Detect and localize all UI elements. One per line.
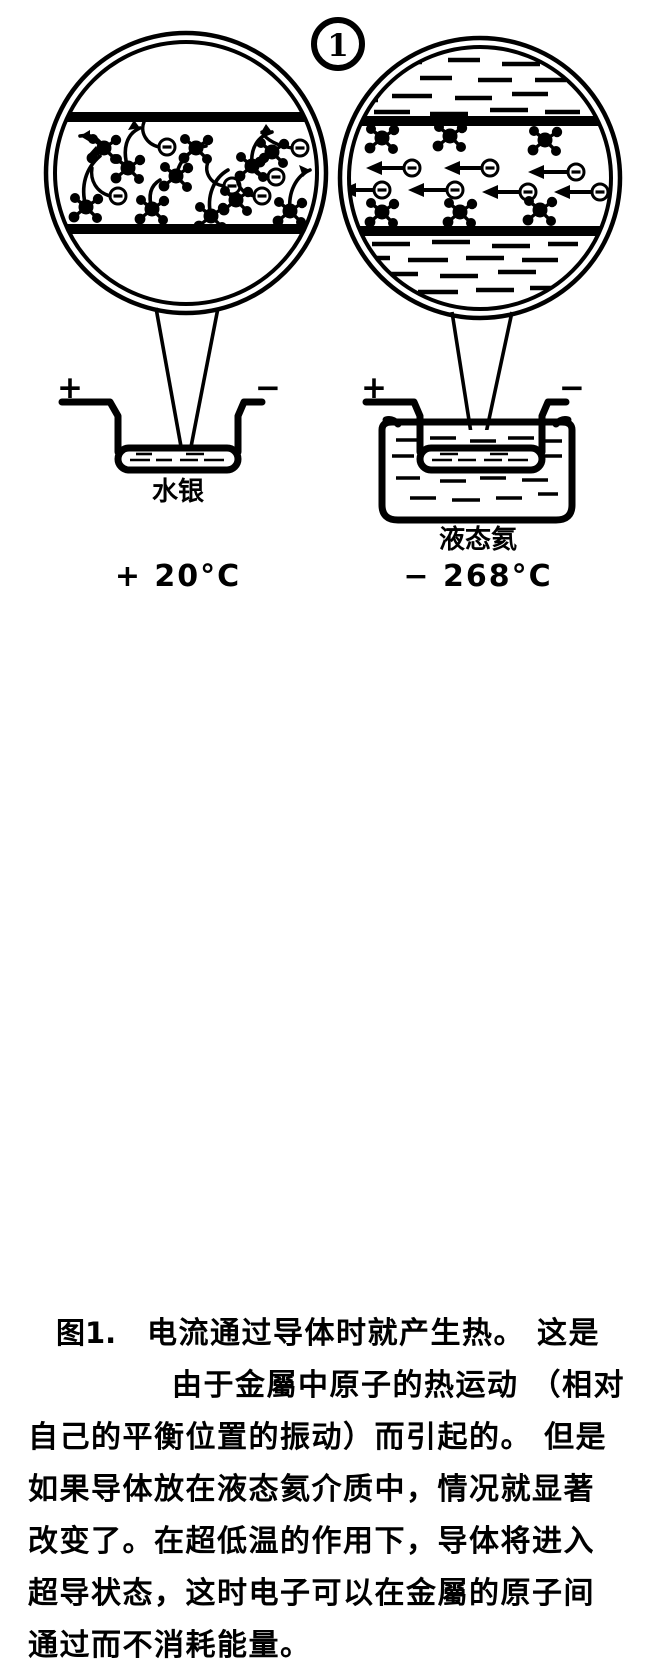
right-positive-terminal-label: + (361, 370, 387, 406)
liquid-helium-label: 液态氦 (439, 524, 517, 555)
figure-caption: 图1. 电流通过导体时就产生热。 这是 由于金屬中原子的热运动 （相对 自己的平… (0, 648, 662, 1663)
caption-line-4: 如果导体放在液态氦介质中，情况就显著 (28, 1472, 595, 1507)
right-circuit-wire (362, 398, 572, 456)
caption-line-1: 电流通过导体时就产生热。 这是 (147, 1316, 600, 1351)
mercury-label: 水银 (152, 477, 205, 507)
right-magnifier (337, 35, 623, 453)
left-circuit-wire (58, 398, 266, 456)
dewar-rim (378, 418, 576, 431)
caption-line-5: 改变了。在超低温的作用下，导体将进入 (28, 1524, 595, 1559)
caption-line-3: 自己的平衡位置的振动）而引起的。 但是 (28, 1420, 607, 1455)
left-negative-terminal-label: − (255, 370, 281, 406)
left-apparatus: + − 水银 + 20°C (57, 370, 281, 594)
right-apparatus: + − 液态氦 − 268°C (361, 370, 585, 594)
caption-line-6: 超导状态，这时电子可以在金屬的原子间 (28, 1576, 595, 1611)
electron-flow-arrows (349, 161, 592, 199)
right-negative-terminal-label: − (559, 370, 585, 406)
right-temperature-label: − 268°C (403, 559, 552, 594)
left-conductor-slab (55, 112, 317, 234)
right-conductor-slab (349, 116, 611, 236)
figure-illustration: 1 (0, 0, 662, 640)
left-mercury-fill (130, 452, 224, 462)
caption-line-7: 通过而不消耗能量。 (28, 1628, 312, 1663)
right-specimen-capsule (416, 444, 546, 474)
left-positive-terminal-label: + (57, 370, 83, 406)
caption-figure-number: 图1. (56, 1316, 117, 1350)
right-superconduction-scene (349, 122, 610, 230)
figure-number-badge: 1 (311, 17, 365, 71)
left-magnifier (43, 30, 329, 453)
electron-paths-left (89, 120, 294, 198)
left-temperature-label: + 20°C (115, 559, 241, 594)
dewar-liquid-dashes (392, 436, 562, 502)
left-thermal-motion-scene (66, 120, 312, 228)
vibration-arrowheads-left (80, 120, 310, 177)
right-mercury-fill (432, 452, 528, 462)
liquid-helium-dashes (352, 57, 580, 295)
left-specimen-capsule (114, 444, 242, 474)
figure-svg-canvas: 1 (43, 17, 623, 594)
left-magnifier-cone (154, 307, 220, 453)
badge-number: 1 (327, 28, 349, 64)
caption-line-2: 由于金屬中原子的热运动 （相对 (172, 1368, 625, 1403)
right-magnifier-cone (450, 311, 514, 453)
